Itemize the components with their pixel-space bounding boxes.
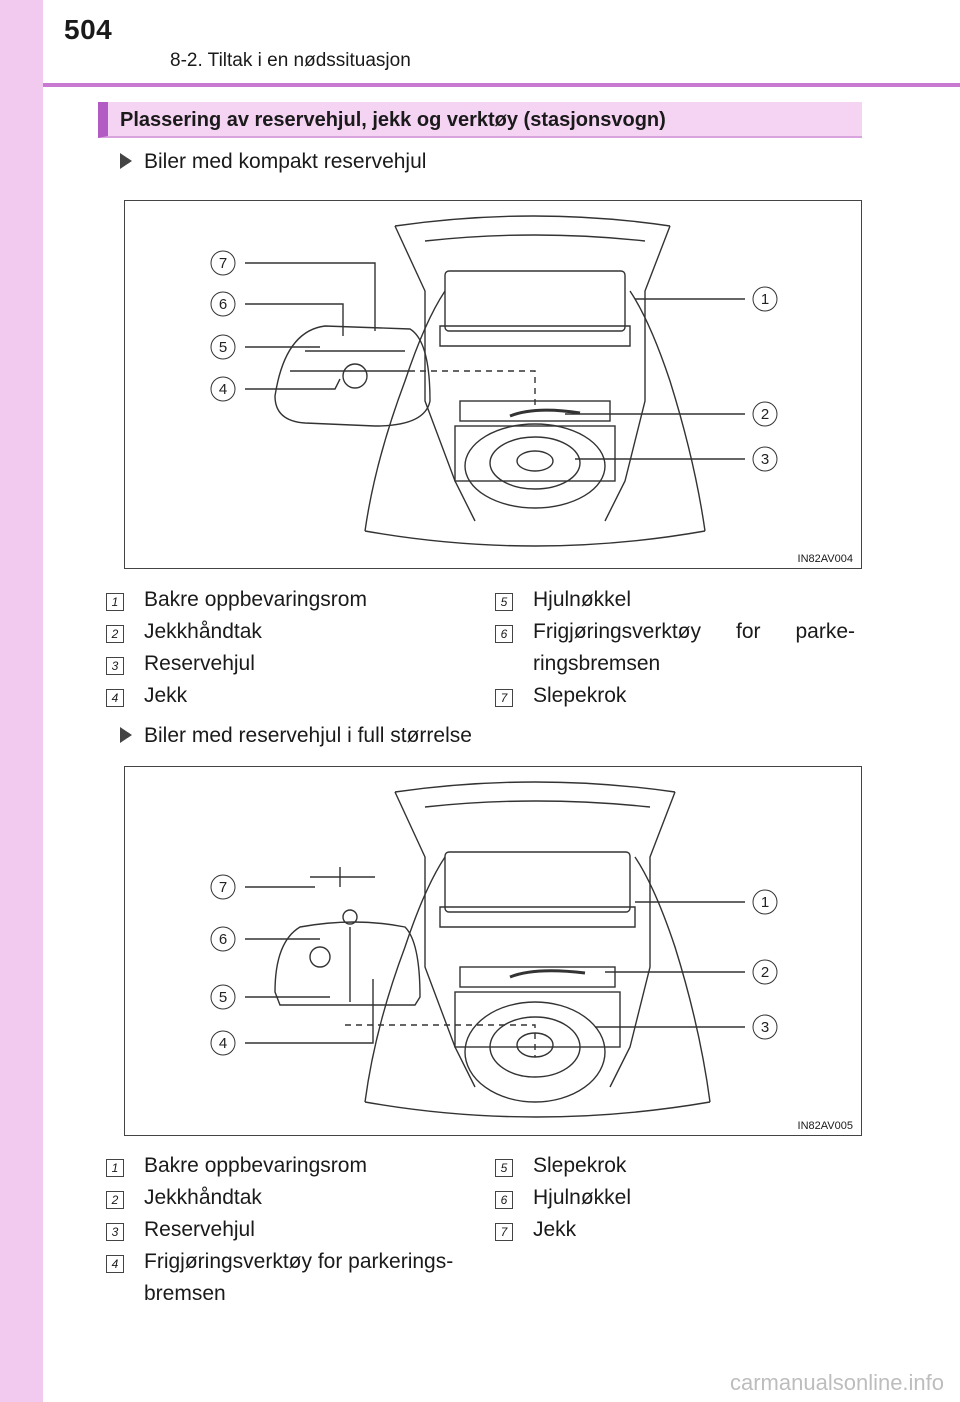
page-number: 504 (64, 14, 113, 45)
callout-6: 6 (219, 931, 227, 948)
side-color-band (0, 0, 43, 1402)
trunk-illustration-compact: 7 6 5 4 1 2 3 (210, 215, 778, 547)
footer-watermark: carmanualsonline.info (730, 1370, 945, 1395)
callout-7: 7 (219, 255, 227, 272)
callout-3: 3 (761, 1019, 769, 1036)
figure-code: IN82AV005 (797, 1120, 853, 1132)
figure-code: IN82AV004 (797, 553, 853, 565)
callout-1: 1 (761, 291, 769, 308)
subhead-compact: Biler med kompakt reservehjul (120, 150, 426, 174)
heading-text: Plassering av reservehjul, jekk og verkt… (120, 109, 666, 131)
subhead-full-size: Biler med reservehjul i full størrelse (120, 724, 472, 748)
callout-4: 4 (219, 381, 227, 398)
section-title: 8-2. Tiltak i en nødssituasjon (170, 50, 411, 71)
heading-box: Plassering av reservehjul, jekk og verkt… (98, 102, 862, 138)
callout-4: 4 (219, 1035, 227, 1052)
callout-7: 7 (219, 879, 227, 896)
trunk-illustration-full-size: 7 6 5 4 1 2 3 (210, 781, 778, 1118)
callout-5: 5 (219, 339, 227, 356)
triangle-bullet-icon (120, 727, 132, 743)
header-rule (43, 83, 960, 87)
callout-1: 1 (761, 894, 769, 911)
callout-3: 3 (761, 451, 769, 468)
subhead-full-size-text: Biler med reservehjul i full størrelse (144, 724, 472, 747)
callout-2: 2 (761, 964, 769, 981)
triangle-bullet-icon (120, 153, 132, 169)
callout-6: 6 (219, 296, 227, 313)
figure-full-size-spare: 7 6 5 4 1 2 3 IN82AV005 (124, 766, 862, 1136)
callout-5: 5 (219, 989, 227, 1006)
callout-2: 2 (761, 406, 769, 423)
figure-compact-spare: 7 6 5 4 1 2 3 IN82AV004 (124, 200, 862, 569)
subhead-compact-text: Biler med kompakt reservehjul (144, 150, 427, 173)
